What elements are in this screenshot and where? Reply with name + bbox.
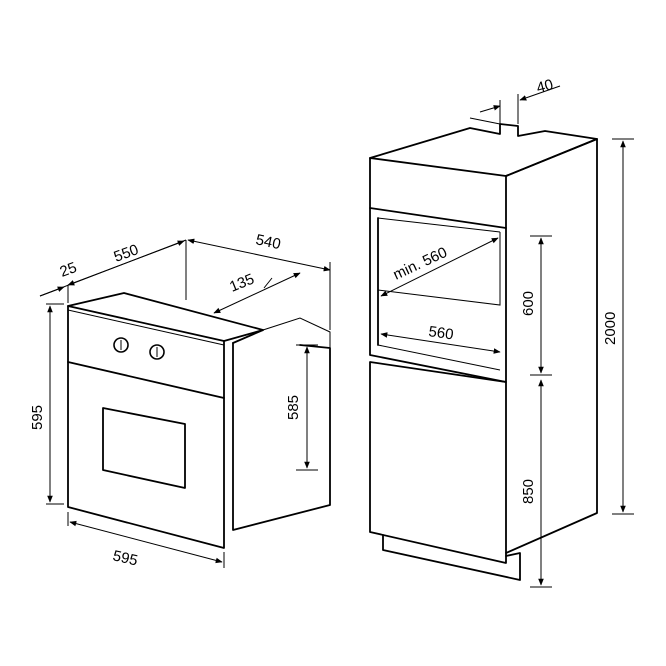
cabinet-niche-opening bbox=[369, 207, 507, 383]
dim-oven-height: 595 bbox=[29, 405, 46, 430]
oven-front-face bbox=[67, 305, 225, 549]
dim-overall-depth: 540 bbox=[254, 231, 282, 253]
dim-rear-gap: 40 bbox=[535, 76, 556, 97]
dim-top-offset: 135 bbox=[227, 271, 257, 296]
oven-body-side bbox=[232, 342, 331, 531]
cabinet-side-panel bbox=[505, 138, 598, 554]
dim-cavity-height: 585 bbox=[285, 395, 302, 420]
cabinet-dimensions: 40 min. 560 560 600 850 2000 bbox=[380, 76, 634, 588]
dim-niche-width: 560 bbox=[427, 323, 454, 343]
dim-oven-depth: 550 bbox=[112, 241, 141, 266]
oven-drawing bbox=[67, 292, 331, 549]
dim-base-height: 850 bbox=[520, 479, 537, 504]
dim-niche-height: 600 bbox=[520, 291, 537, 316]
oven-top-face bbox=[67, 292, 264, 342]
cabinet-top-front bbox=[369, 157, 507, 229]
dim-niche-width-min: min. 560 bbox=[391, 244, 450, 284]
dim-oven-width: 595 bbox=[111, 547, 139, 569]
dim-front-panel: 25 bbox=[58, 259, 79, 281]
oven-dimensions: 25 550 540 135 595 585 595 bbox=[29, 231, 331, 570]
oven-door-window bbox=[102, 407, 186, 489]
oven-control-panel bbox=[67, 361, 225, 399]
cabinet-top-face bbox=[369, 123, 598, 177]
cabinet-drawing bbox=[369, 117, 598, 581]
cabinet-base-front bbox=[369, 361, 507, 564]
dim-total-height: 2000 bbox=[602, 312, 619, 345]
